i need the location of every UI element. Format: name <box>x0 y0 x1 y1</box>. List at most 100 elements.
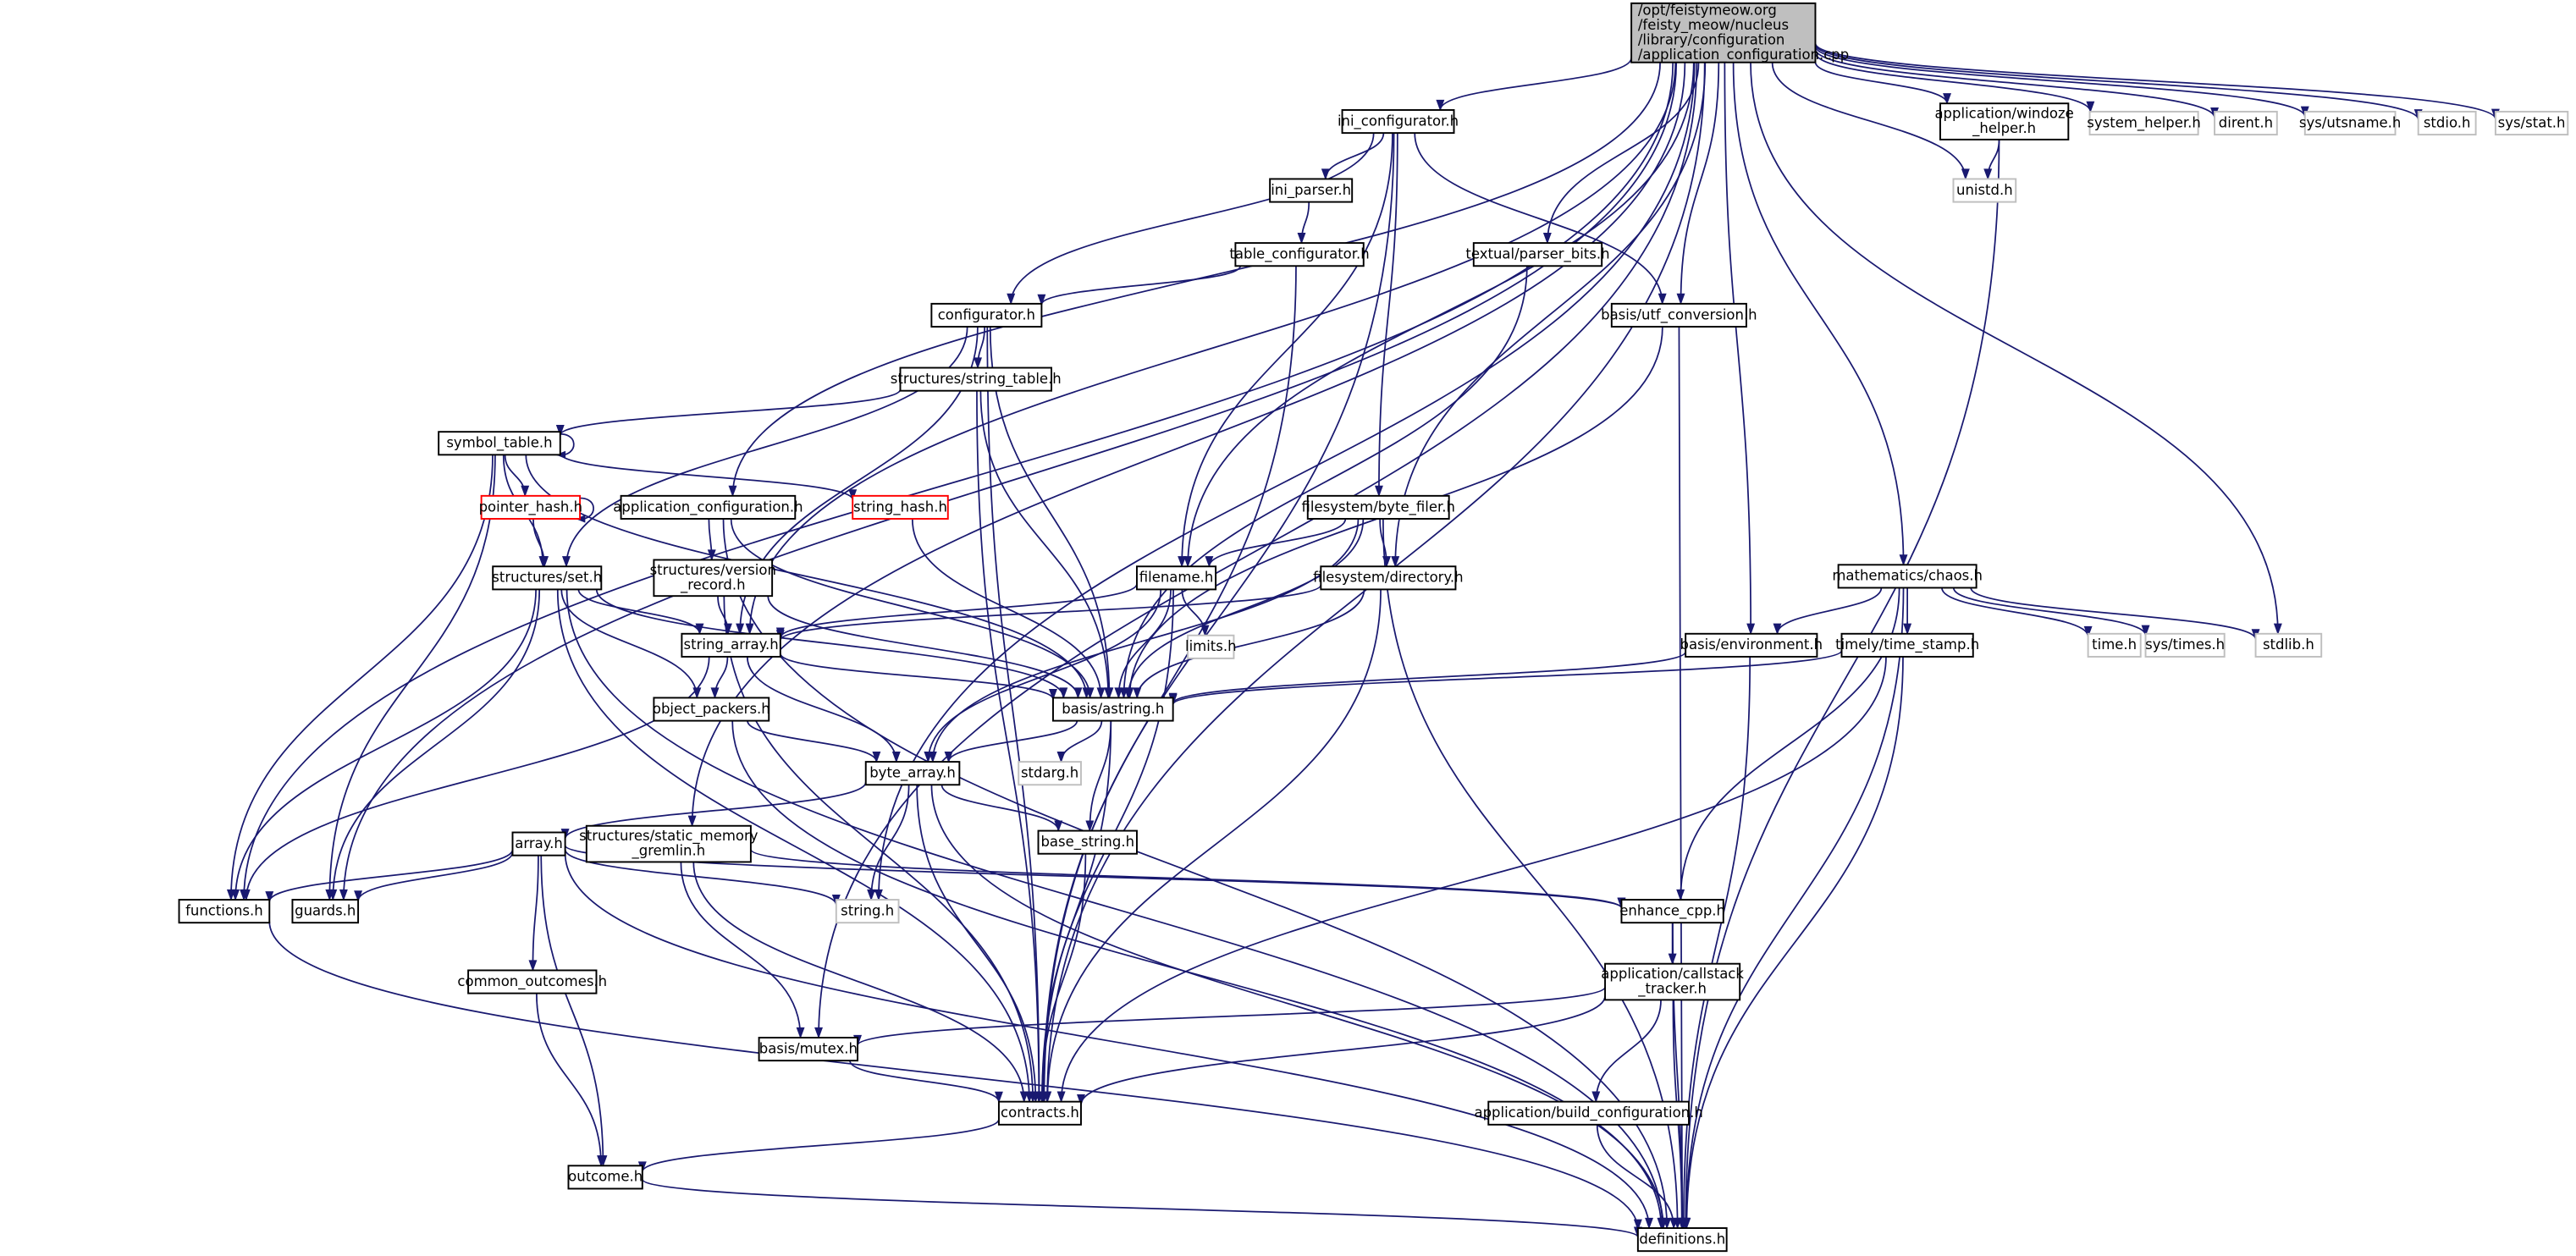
node-astring[interactable]: basis/astring.h <box>1052 697 1174 722</box>
node-label: textual/parser_bits.h <box>1465 246 1609 263</box>
node-label: timely/time_stamp.h <box>1835 636 1979 653</box>
node-environment[interactable]: basis/environment.h <box>1680 632 1823 658</box>
node-chaos[interactable]: mathematics/chaos.h <box>1832 564 1983 589</box>
edge-array-to-guards <box>354 851 514 902</box>
edge-chaos-to-systimes <box>1952 587 2150 637</box>
edge-root-to-gremlin <box>687 62 1686 828</box>
edge-astring-to-stdarg <box>1056 720 1103 763</box>
node-box <box>1604 962 1741 1001</box>
node-box <box>1939 102 2070 140</box>
node-definitions[interactable]: definitions.h <box>1636 1227 1728 1253</box>
arrowhead <box>1297 232 1306 245</box>
node-box <box>2254 632 2323 658</box>
node-guards[interactable]: guards.h <box>291 899 360 924</box>
node-set[interactable]: structures/set.h <box>492 565 603 591</box>
arrowhead <box>1056 1091 1066 1104</box>
node-string-hash[interactable]: string_hash.h <box>852 494 949 520</box>
node-configurator[interactable]: configurator.h <box>930 302 1043 328</box>
edge-filename-to-byte_array <box>924 589 1162 763</box>
node-label: stdlib.h <box>2263 636 2314 653</box>
edge-root-to-system_helper <box>1814 52 2095 113</box>
node-stdlib: stdlib.h <box>2254 632 2323 658</box>
edge-line <box>1596 1124 1675 1229</box>
node-string-table[interactable]: structures/string_table.h <box>891 366 1062 392</box>
node-byte-array[interactable]: byte_array.h <box>864 761 961 786</box>
node-box <box>1341 109 1455 135</box>
arrowhead <box>1183 556 1193 568</box>
arrowhead <box>1658 293 1667 306</box>
edge-line <box>268 849 514 902</box>
node-label: contracts.h <box>1001 1105 1079 1121</box>
node-common-outcomes[interactable]: common_outcomes.h <box>457 969 607 994</box>
node-box <box>864 761 961 786</box>
node-directory[interactable]: filesystem/directory.h <box>1313 565 1464 591</box>
edge-line <box>878 62 1696 901</box>
node-ini-parser[interactable]: ini_parser.h <box>1269 178 1354 203</box>
node-mutex[interactable]: basis/mutex.h <box>758 1037 859 1062</box>
edge-time_stamp-to-definitions <box>1682 656 1904 1230</box>
edge-line <box>1814 46 2306 118</box>
node-gremlin[interactable]: structures/static_memory_gremlin.h <box>579 824 758 863</box>
node-version-record[interactable]: structures/version_record.h <box>650 559 776 598</box>
edge-app_config_h-to-astring <box>730 518 1095 699</box>
edge-line <box>1089 720 1112 831</box>
arrowhead <box>1037 1091 1046 1104</box>
edge-root-to-guards <box>339 62 1678 901</box>
node-enhance-cpp[interactable]: enhance_cpp.h <box>1619 899 1725 924</box>
node-utf-conversion[interactable]: basis/utf_conversion.h <box>1601 302 1757 328</box>
edge-line <box>504 454 527 496</box>
node-box <box>653 559 774 598</box>
node-contracts[interactable]: contracts.h <box>997 1100 1082 1126</box>
edge-environment-to-astring <box>1168 651 1687 705</box>
node-box <box>178 899 271 924</box>
edge-line <box>1685 656 1904 1229</box>
arrowhead <box>1085 820 1095 832</box>
node-table-configurator[interactable]: table_configurator.h <box>1229 242 1370 267</box>
node-box <box>1610 302 1747 328</box>
edge-line <box>540 855 604 1166</box>
node-functions[interactable]: functions.h <box>178 899 271 924</box>
node-object-packers[interactable]: object_packers.h <box>653 697 770 722</box>
node-label: structures/string_table.h <box>891 371 1062 388</box>
edge-string_hash-to-astring <box>911 518 1106 699</box>
arrowhead <box>1200 625 1210 637</box>
edge-line <box>641 1178 1639 1238</box>
node-symbol-table[interactable]: symbol_table.h <box>438 431 561 456</box>
node-ini-configurator[interactable]: ini_configurator.h <box>1338 109 1459 135</box>
node-array[interactable]: array.h <box>511 831 566 857</box>
edge-line <box>849 1060 1000 1103</box>
node-parser-bits[interactable]: textual/parser_bits.h <box>1465 242 1610 267</box>
arrowhead <box>241 889 251 901</box>
node-pointer-hash[interactable]: pointer_hash.h <box>479 494 583 520</box>
edge-base_string-to-contracts <box>1037 853 1087 1104</box>
arrowhead <box>1043 1091 1052 1104</box>
node-box <box>438 431 561 456</box>
edge-line <box>234 589 537 901</box>
node-byte-filer[interactable]: filesystem/byte_filer.h <box>1302 494 1455 520</box>
edge-line <box>1685 587 1905 1229</box>
node-app-config-h[interactable]: application_configuration.h <box>613 494 803 520</box>
node-time-stamp[interactable]: timely/time_stamp.h <box>1835 632 1979 658</box>
node-base-string[interactable]: base_string.h <box>1037 829 1138 855</box>
node-filename[interactable]: filename.h <box>1135 565 1217 591</box>
edge-windoze_helper-to-definitions <box>1681 139 2000 1230</box>
node-callstack-tracker[interactable]: application/callstack_tracker.h <box>1601 962 1744 1001</box>
edge-version_record-to-astring <box>767 596 1083 699</box>
node-string-array[interactable]: string_array.h <box>681 632 781 658</box>
edge-contracts-to-outcome <box>637 1119 1000 1173</box>
edge-root-to-directory <box>1391 62 1707 568</box>
node-root[interactable]: /opt/feistymeow.org/feisty_meow/nucleus/… <box>1630 2 1849 63</box>
edge-line <box>532 855 539 971</box>
edge-array-to-outcome <box>540 855 608 1167</box>
edge-line <box>559 452 854 500</box>
arrowhead <box>597 1155 606 1167</box>
node-outcome[interactable]: outcome.h <box>567 1165 643 1190</box>
edge-filename-to-limits <box>1181 589 1210 637</box>
edge-symbol_table-to-guards <box>325 454 496 901</box>
edge-outcome-to-definitions <box>641 1178 1642 1238</box>
edge-root-to-chaos <box>1732 62 1908 566</box>
arrowhead <box>555 424 565 437</box>
node-build-configuration[interactable]: application/build_configuration.h <box>1474 1100 1703 1126</box>
node-windoze-helper[interactable]: application/windoze_helper.h <box>1934 102 2074 140</box>
node-label: filesystem/directory.h <box>1313 570 1463 586</box>
